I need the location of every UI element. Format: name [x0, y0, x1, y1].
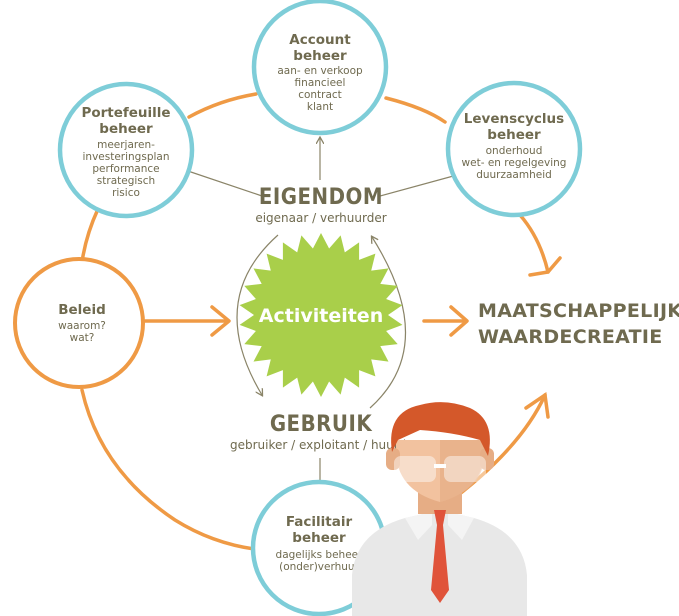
- portefeuille-title-2: beheer: [99, 121, 153, 137]
- circle-account-beheer: Account beheer aan- en verkoop financiee…: [251, 0, 389, 136]
- levenscyclus-line: onderhoud: [486, 145, 543, 157]
- circle-portefeuille-beheer: Portefeuille beheer meerjaren- investeri…: [57, 81, 195, 219]
- circle-beleid: Beleid waarom? wat?: [13, 257, 145, 389]
- portefeuille-line: investeringsplan: [83, 151, 170, 163]
- person-with-glasses-icon: [352, 402, 527, 616]
- levenscyclus-line: duurzaamheid: [476, 169, 552, 181]
- activiteiten-label: Activiteiten: [259, 305, 383, 327]
- sunburst-badge-icon: [239, 233, 403, 397]
- beleid-line: waarom?: [58, 320, 106, 332]
- account-title-2: beheer: [293, 48, 347, 64]
- portefeuille-line: performance: [92, 163, 159, 175]
- portefeuille-line: risico: [112, 187, 140, 199]
- facilitair-line: (onder)verhuur: [279, 561, 359, 573]
- portefeuille-line: strategisch: [97, 175, 155, 187]
- gebruik-sub: gebruiker / exploitant / huurder: [230, 438, 418, 452]
- account-line: klant: [307, 101, 333, 113]
- account-line: aan- en verkoop: [277, 65, 363, 77]
- levenscyclus-line: wet- en regelgeving: [462, 157, 567, 169]
- levenscyclus-title-2: beheer: [487, 127, 541, 143]
- account-line: contract: [298, 89, 342, 101]
- portefeuille-line: meerjaren-: [97, 139, 155, 151]
- account-title-1: Account: [289, 32, 351, 48]
- eigendom-label: EIGENDOM: [259, 185, 383, 210]
- beleid-title: Beleid: [58, 302, 106, 318]
- facilitair-title-1: Facilitair: [286, 514, 353, 530]
- levenscyclus-title-1: Levenscyclus: [464, 111, 564, 127]
- activiteiten-to-outcome-arrow: [422, 305, 469, 337]
- circle-levenscyclus-beheer: Levenscyclus beheer onderhoud wet- en re…: [445, 80, 583, 218]
- eigendom-sub: eigenaar / verhuurder: [255, 211, 386, 225]
- facilitair-line: dagelijks beheer: [276, 549, 364, 561]
- account-line: financieel: [295, 77, 346, 89]
- beleid-line: wat?: [70, 332, 95, 344]
- outcome-line-1: MAATSCHAPPELIJKE: [478, 300, 679, 322]
- beleid-to-activiteiten-arrow: [143, 305, 231, 337]
- outcome-line-2: WAARDECREATIE: [478, 326, 663, 348]
- facilitair-title-2: beheer: [292, 530, 346, 546]
- portefeuille-title-1: Portefeuille: [81, 105, 170, 121]
- gebruik-label: GEBRUIK: [270, 412, 373, 437]
